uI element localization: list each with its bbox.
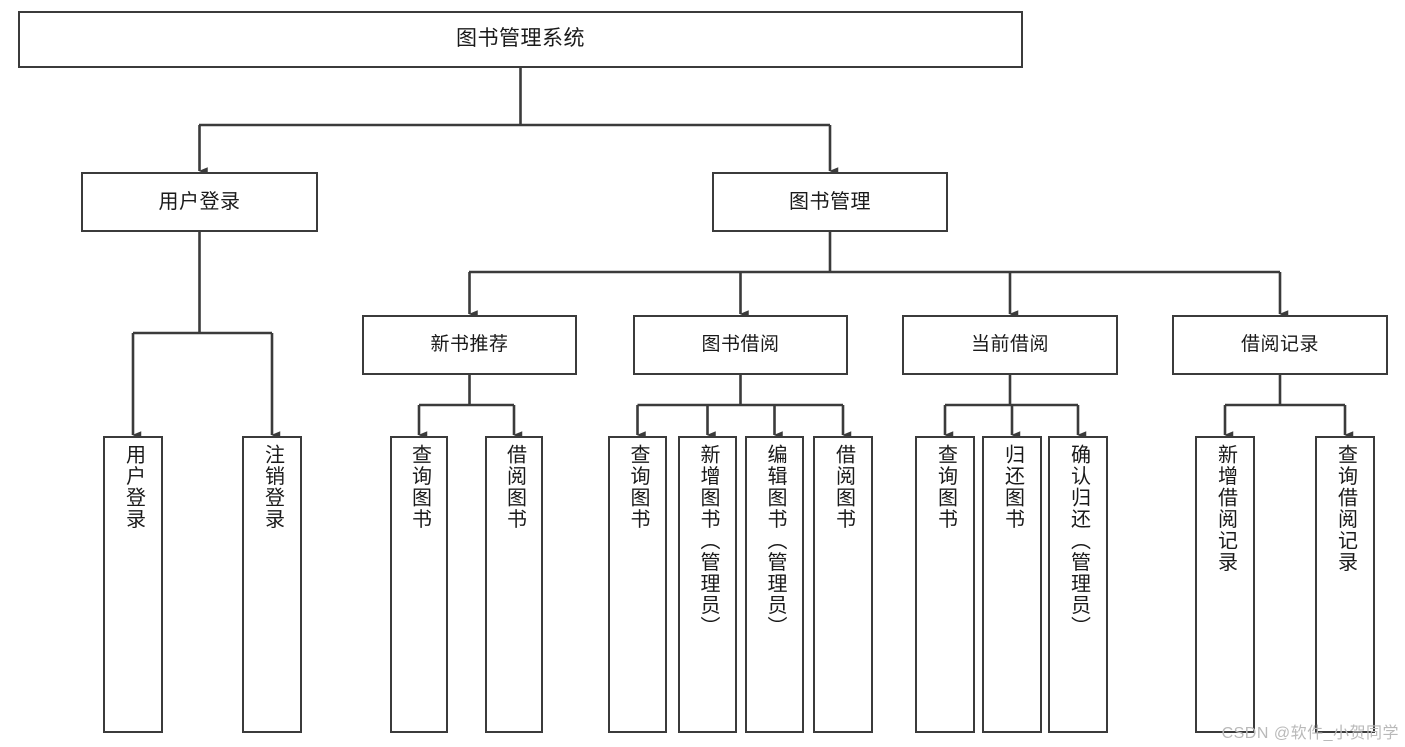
node-root[interactable]: 图书管理系统 (18, 11, 1023, 68)
node-leaf-add-record-label: 新增借阅记录 (1214, 444, 1237, 573)
node-leaf-user-login-label: 用户登录 (122, 444, 145, 530)
node-leaf-add-book-label: 新增图书（管理员） (697, 444, 719, 638)
node-leaf-user-logout[interactable]: 注销登录 (242, 436, 302, 733)
node-borrow-record-label: 借阅记录 (1240, 334, 1319, 356)
node-leaf-return-book[interactable]: 归还图书 (982, 436, 1042, 733)
node-borrow-record[interactable]: 借阅记录 (1172, 315, 1388, 375)
node-leaf-add-book[interactable]: 新增图书（管理员） (678, 436, 737, 733)
node-leaf-query-record-label: 查询借阅记录 (1334, 444, 1357, 573)
node-leaf-edit-book[interactable]: 编辑图书（管理员） (745, 436, 804, 733)
node-leaf-add-record[interactable]: 新增借阅记录 (1195, 436, 1255, 733)
node-leaf-query-book-2-label: 查询图书 (627, 444, 649, 530)
watermark: CSDN @软件_小贺同学 (1221, 725, 1399, 742)
node-leaf-query-book-3-label: 查询图书 (934, 444, 957, 530)
node-new-book-rec-label: 新书推荐 (430, 334, 509, 356)
node-leaf-borrow-book-1[interactable]: 借阅图书 (485, 436, 543, 733)
node-user-login[interactable]: 用户登录 (81, 172, 318, 232)
node-book-manage-label: 图书管理 (789, 190, 871, 213)
node-leaf-query-book-1-label: 查询图书 (408, 444, 431, 530)
node-leaf-user-login[interactable]: 用户登录 (103, 436, 163, 733)
node-leaf-query-book-3[interactable]: 查询图书 (915, 436, 975, 733)
node-leaf-query-book-1[interactable]: 查询图书 (390, 436, 448, 733)
node-current-borrow-label: 当前借阅 (970, 334, 1049, 356)
node-book-manage[interactable]: 图书管理 (712, 172, 948, 232)
node-leaf-user-logout-label: 注销登录 (261, 444, 284, 530)
node-root-label: 图书管理系统 (456, 27, 585, 51)
node-leaf-edit-book-label: 编辑图书（管理员） (764, 444, 786, 638)
node-leaf-return-book-label: 归还图书 (1001, 444, 1024, 530)
node-leaf-confirm-return[interactable]: 确认归还（管理员） (1048, 436, 1108, 733)
node-new-book-rec[interactable]: 新书推荐 (362, 315, 577, 375)
node-current-borrow[interactable]: 当前借阅 (902, 315, 1118, 375)
node-user-login-label: 用户登录 (158, 190, 241, 213)
node-book-borrow[interactable]: 图书借阅 (633, 315, 848, 375)
node-book-borrow-label: 图书借阅 (701, 334, 780, 356)
node-leaf-confirm-return-label: 确认归还（管理员） (1067, 444, 1090, 638)
node-leaf-borrow-book-2-label: 借阅图书 (832, 444, 855, 530)
node-leaf-borrow-book-1-label: 借阅图书 (503, 444, 526, 530)
node-leaf-query-record[interactable]: 查询借阅记录 (1315, 436, 1375, 733)
node-leaf-query-book-2[interactable]: 查询图书 (608, 436, 667, 733)
node-leaf-borrow-book-2[interactable]: 借阅图书 (813, 436, 873, 733)
